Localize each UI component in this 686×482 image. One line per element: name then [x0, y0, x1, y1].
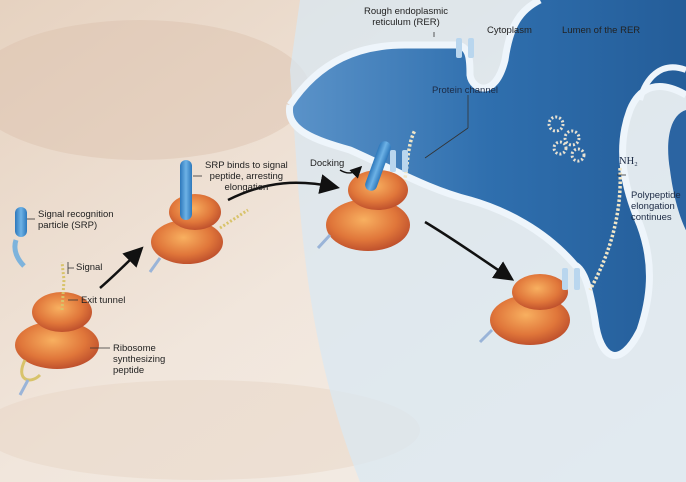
label-protein-channel: Protein channel	[432, 85, 498, 96]
label-nh2: NH₂	[619, 156, 638, 167]
label-docking: Docking	[310, 158, 344, 169]
label-srp-binds: SRP binds to signal peptide, arresting e…	[205, 160, 288, 193]
label-polypeptide: Polypeptide elongation continues	[631, 190, 681, 223]
label-ribosome: Ribosome synthesizing peptide	[113, 343, 165, 376]
label-signal: Signal	[76, 262, 102, 273]
label-srp: Signal recognition particle (SRP)	[38, 209, 114, 231]
label-lumen: Lumen of the RER	[562, 25, 640, 36]
label-rer: Rough endoplasmic reticulum (RER)	[364, 6, 448, 28]
label-exit-tunnel: Exit tunnel	[81, 295, 125, 306]
label-cytoplasm: Cytoplasm	[487, 25, 532, 36]
